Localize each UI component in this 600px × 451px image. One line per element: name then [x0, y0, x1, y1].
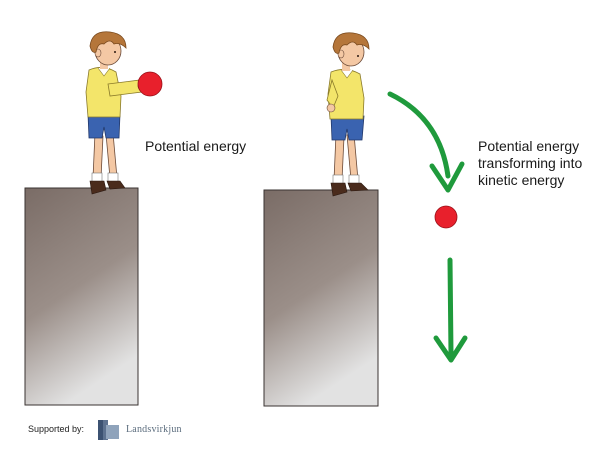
sponsor-name: Landsvirkjun [126, 424, 182, 435]
label-transforming: Potential energy transforming into kinet… [478, 138, 582, 189]
label-transform-line-1: Potential energy [478, 138, 580, 154]
supported-by-text: Supported by: [28, 424, 85, 434]
ball-held [137, 71, 163, 97]
arrow-curved [387, 91, 465, 193]
ball-falling [434, 205, 458, 229]
label-potential-energy: Potential energy [145, 138, 247, 154]
arrow-down [433, 257, 468, 363]
boy-hands-behind [326, 32, 370, 197]
boy-holding-ball [85, 31, 149, 195]
sponsor-logo-icon [98, 420, 119, 440]
label-transform-line-3: kinetic energy [478, 172, 565, 188]
pillar-left [24, 187, 139, 406]
pillar-right [263, 189, 379, 407]
label-transform-line-2: transforming into [478, 155, 583, 171]
